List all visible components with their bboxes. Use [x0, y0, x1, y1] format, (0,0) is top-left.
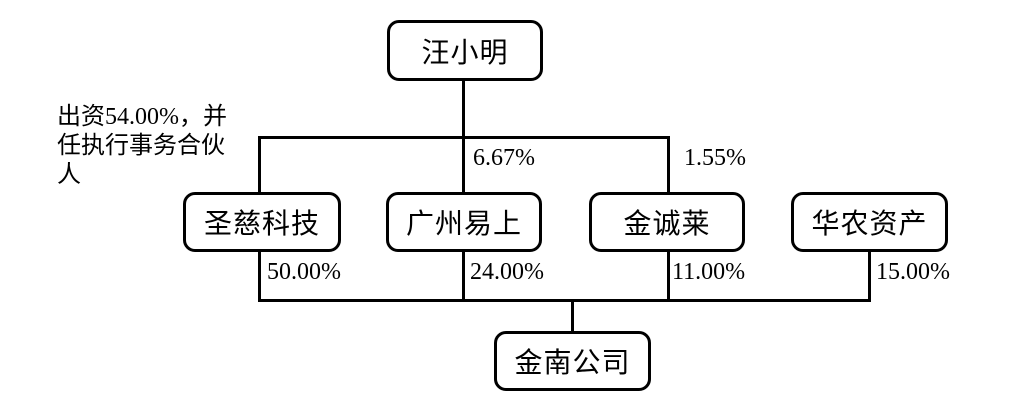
edge-label-shengci-jinnan: 50.00%: [267, 259, 341, 285]
ownership-note-line-1: 出资54.00%，并: [57, 104, 227, 130]
node-shengci-keji: 圣慈科技: [183, 192, 341, 252]
ownership-note-line-2: 任执行事务合伙: [57, 133, 225, 159]
node-jinnan-gongsi: 金南公司: [494, 331, 651, 391]
connector-shengci-to-bus: [258, 250, 261, 302]
connector-bottom-bus: [258, 299, 871, 302]
connector-huanong-to-bus: [868, 250, 871, 302]
connector-jincheng-to-bus: [667, 250, 670, 302]
node-wang-xiaoming: 汪小明: [387, 20, 543, 81]
ownership-note: 出资54.00%，并 任执行事务合伙 人: [57, 103, 287, 190]
connector-drop-guangzhou: [462, 136, 465, 194]
connector-guangzhou-to-bus: [462, 250, 465, 302]
edge-label-owner-jincheng: 1.55%: [684, 145, 746, 171]
connector-bus-to-jinnan: [571, 299, 574, 334]
connector-drop-jincheng: [667, 136, 670, 194]
node-huanong-zichan: 华农资产: [791, 192, 948, 252]
edge-label-huanong-jinnan: 15.00%: [876, 259, 950, 285]
ownership-note-line-3: 人: [57, 162, 81, 188]
connector-drop-shengci: [258, 136, 261, 194]
edge-label-guangzhou-jinnan: 24.00%: [470, 259, 544, 285]
edge-label-jincheng-jinnan: 11.00%: [672, 259, 746, 285]
connector-owner-to-bus: [462, 78, 465, 139]
edge-label-owner-guangzhou: 6.67%: [473, 145, 535, 171]
node-jinchenglai: 金诚莱: [589, 192, 745, 252]
node-guangzhou-yishang: 广州易上: [386, 192, 542, 252]
